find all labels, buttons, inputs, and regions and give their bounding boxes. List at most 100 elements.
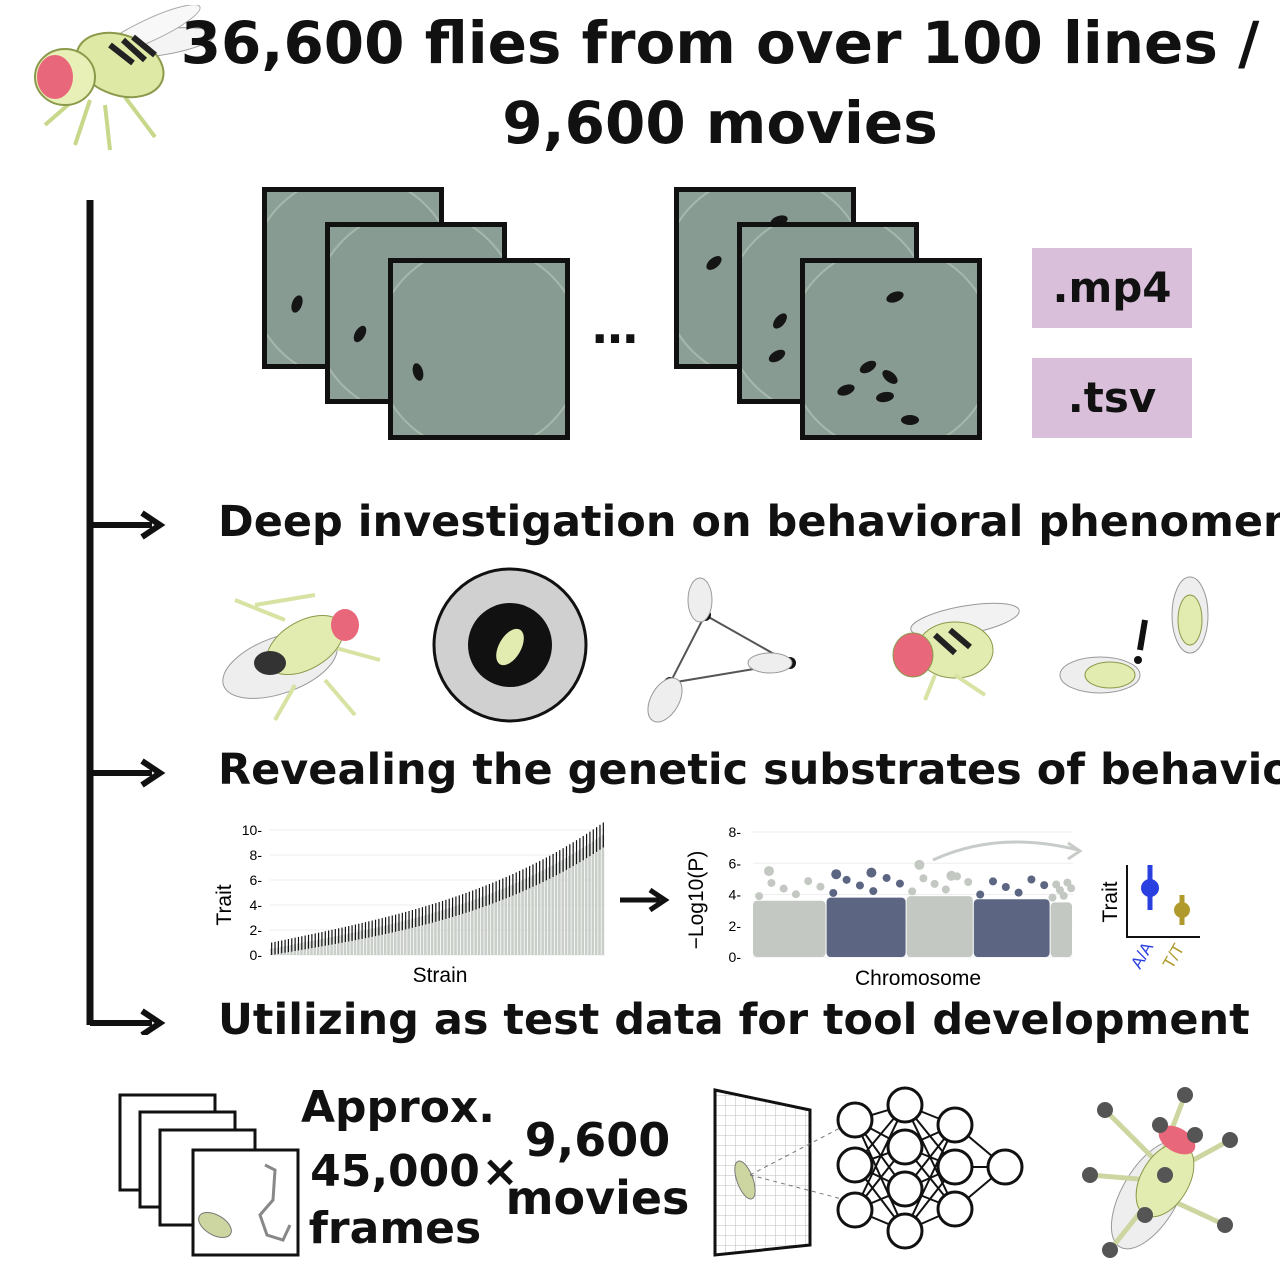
nn-edge xyxy=(854,1104,906,1211)
strain-trait-bar-chart: Trait Strain 0-2-4-6-8-10- xyxy=(213,822,605,987)
strain-bar xyxy=(591,841,595,955)
nn-node xyxy=(836,1101,874,1139)
strain-bar xyxy=(467,901,471,955)
strain-bar xyxy=(531,875,534,955)
nn-node xyxy=(836,1146,874,1184)
manhattan-xlabel: Chromosome xyxy=(855,967,981,990)
courtship-flies-icon xyxy=(1059,576,1209,694)
manhattan-point xyxy=(1055,886,1064,895)
manhattan-point xyxy=(816,882,825,891)
strain-bar xyxy=(383,925,387,955)
strain-chart-ytick: 2- xyxy=(250,922,263,938)
manhattan-point xyxy=(1048,893,1057,902)
strain-bar xyxy=(447,908,451,955)
behavior-illustrations xyxy=(222,567,1209,723)
manhattan-chromosome-block xyxy=(1050,902,1072,957)
highlight-arrowhead xyxy=(1067,841,1083,861)
section-heading-genetics: Revealing the genetic substrates of beha… xyxy=(218,745,1280,795)
strain-bar xyxy=(477,898,481,955)
strain-bar xyxy=(337,935,340,955)
section-heading-behavior: Deep investigation on behavioral phenome… xyxy=(218,497,1280,547)
strain-bar xyxy=(417,917,420,955)
strain-bar xyxy=(393,923,397,955)
strain-bar xyxy=(400,921,404,955)
strain-bar xyxy=(440,910,444,955)
nn-node xyxy=(886,1086,924,1124)
file-format-mp4: .mp4 xyxy=(1032,248,1192,328)
approx-label: Approx. xyxy=(300,1082,496,1133)
genotype-tt-point xyxy=(1174,902,1190,918)
nn-edge xyxy=(904,1124,956,1232)
manhattan-point xyxy=(1059,891,1068,900)
strain-bar xyxy=(527,877,531,955)
manhattan-point xyxy=(1040,881,1049,890)
strain-bar xyxy=(424,915,427,955)
strain-bar xyxy=(594,839,598,955)
manhattan-point xyxy=(779,884,788,893)
strain-chart-xlabel: Strain xyxy=(413,964,468,987)
manhattan-ytick: 6- xyxy=(729,855,742,871)
manhattan-point xyxy=(855,881,864,890)
strain-bar xyxy=(427,914,430,955)
manhattan-ytick: 4- xyxy=(729,887,742,903)
frames-count: 45,000 xyxy=(310,1146,480,1197)
strain-bar xyxy=(380,926,384,955)
strain-bar xyxy=(474,899,477,955)
genotype-effect-plot: Trait A/A T/T xyxy=(1099,865,1200,972)
manhattan-point xyxy=(882,873,891,882)
strain-bar xyxy=(584,845,588,955)
nn-node xyxy=(836,1191,874,1229)
page-title-line2: 9,600 movies xyxy=(502,89,938,157)
manhattan-point xyxy=(989,877,997,886)
file-format-tsv: .tsv xyxy=(1032,358,1192,438)
genotype-tt-label: T/T xyxy=(1159,940,1188,972)
manhattan-peak-point xyxy=(946,870,957,881)
grooming-fly-icon xyxy=(892,602,1020,701)
nn-node xyxy=(886,1212,924,1250)
strain-bar xyxy=(363,930,367,955)
strain-bar xyxy=(460,903,464,955)
strain-bar xyxy=(574,852,578,955)
strain-bar xyxy=(444,909,447,955)
manhattan-point xyxy=(1001,883,1010,891)
manhattan-plot: −Log10(P) Chromosome 0-2-4-6-8- xyxy=(685,824,1083,990)
manhattan-ytick: 8- xyxy=(729,824,742,840)
strain-bar xyxy=(534,873,538,955)
neural-network-icon xyxy=(713,1086,1024,1257)
strain-bar xyxy=(457,905,461,955)
manhattan-chromosome-block xyxy=(826,897,906,957)
manhattan-point xyxy=(829,888,838,897)
manhattan-point xyxy=(791,890,800,899)
strain-bar xyxy=(407,919,410,955)
strain-bar xyxy=(360,930,363,955)
strain-bar xyxy=(326,937,330,955)
strain-bar xyxy=(454,906,457,955)
manhattan-point xyxy=(767,878,776,887)
manhattan-point xyxy=(869,887,878,896)
manhattan-ylabel: −Log10(P) xyxy=(685,851,708,950)
manhattan-point xyxy=(1052,880,1061,889)
manhattan-point xyxy=(976,890,985,899)
strain-bar xyxy=(551,865,554,955)
highlight-arrow xyxy=(932,840,1079,862)
strain-bar xyxy=(353,932,357,955)
strain-bar xyxy=(497,890,501,955)
strain-bar xyxy=(404,920,407,955)
strain-bar xyxy=(397,922,400,955)
strain-bar xyxy=(601,835,605,955)
strain-chart-ytick: 8- xyxy=(250,847,263,863)
strain-bar xyxy=(323,938,327,955)
nn-node xyxy=(886,1128,924,1166)
strain-chart-ylabel: Trait xyxy=(213,884,236,925)
strain-bar xyxy=(521,880,524,955)
genotype-aa-label: A/A xyxy=(1127,938,1157,972)
manhattan-point xyxy=(842,875,851,884)
strain-bar xyxy=(494,891,497,955)
strain-bar xyxy=(581,848,585,955)
strain-bar xyxy=(598,837,601,955)
manhattan-chromosome-block xyxy=(973,899,1050,957)
ellipsis: … xyxy=(592,300,640,354)
manhattan-peak-point xyxy=(831,869,842,880)
strain-bar xyxy=(548,867,551,955)
nn-node xyxy=(886,1170,924,1208)
